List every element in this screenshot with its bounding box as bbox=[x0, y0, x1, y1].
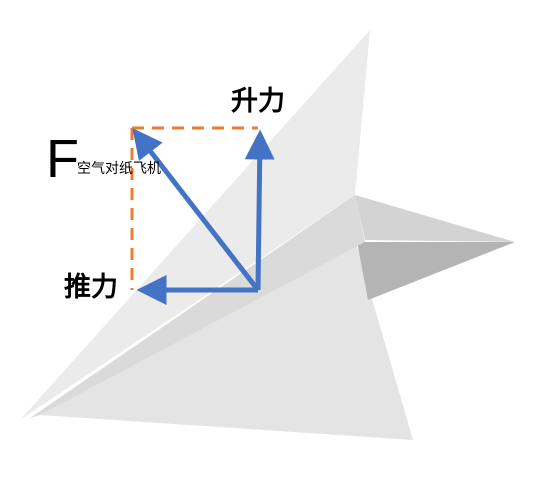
dashed-guides bbox=[130, 126, 258, 290]
paper-plane bbox=[20, 30, 515, 440]
lift-arrow bbox=[244, 129, 275, 291]
lift-label: 升力 bbox=[231, 86, 285, 117]
plane-fuselage-fold bbox=[30, 195, 365, 418]
force-vectors bbox=[132, 128, 275, 305]
resultant-force-arrow bbox=[132, 128, 260, 292]
plane-tail-fin bbox=[355, 195, 515, 242]
force-subscript-label: 空气对纸飞机 bbox=[77, 161, 161, 177]
plane-tail-shadow bbox=[357, 242, 515, 300]
force-symbol-label: F bbox=[46, 129, 79, 189]
thrust-label: 推力 bbox=[64, 272, 118, 303]
plane-upper-wing bbox=[20, 30, 370, 420]
plane-lower-wing bbox=[40, 240, 413, 440]
